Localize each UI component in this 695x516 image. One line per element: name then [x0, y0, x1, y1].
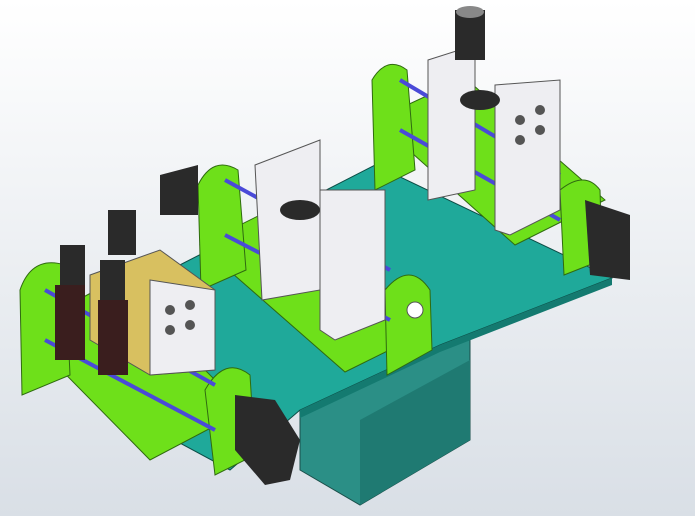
left-assembly: [19, 210, 300, 485]
base-plate-edge: [300, 278, 612, 418]
middle-assembly: [160, 139, 433, 376]
right-assembly: [371, 6, 630, 280]
